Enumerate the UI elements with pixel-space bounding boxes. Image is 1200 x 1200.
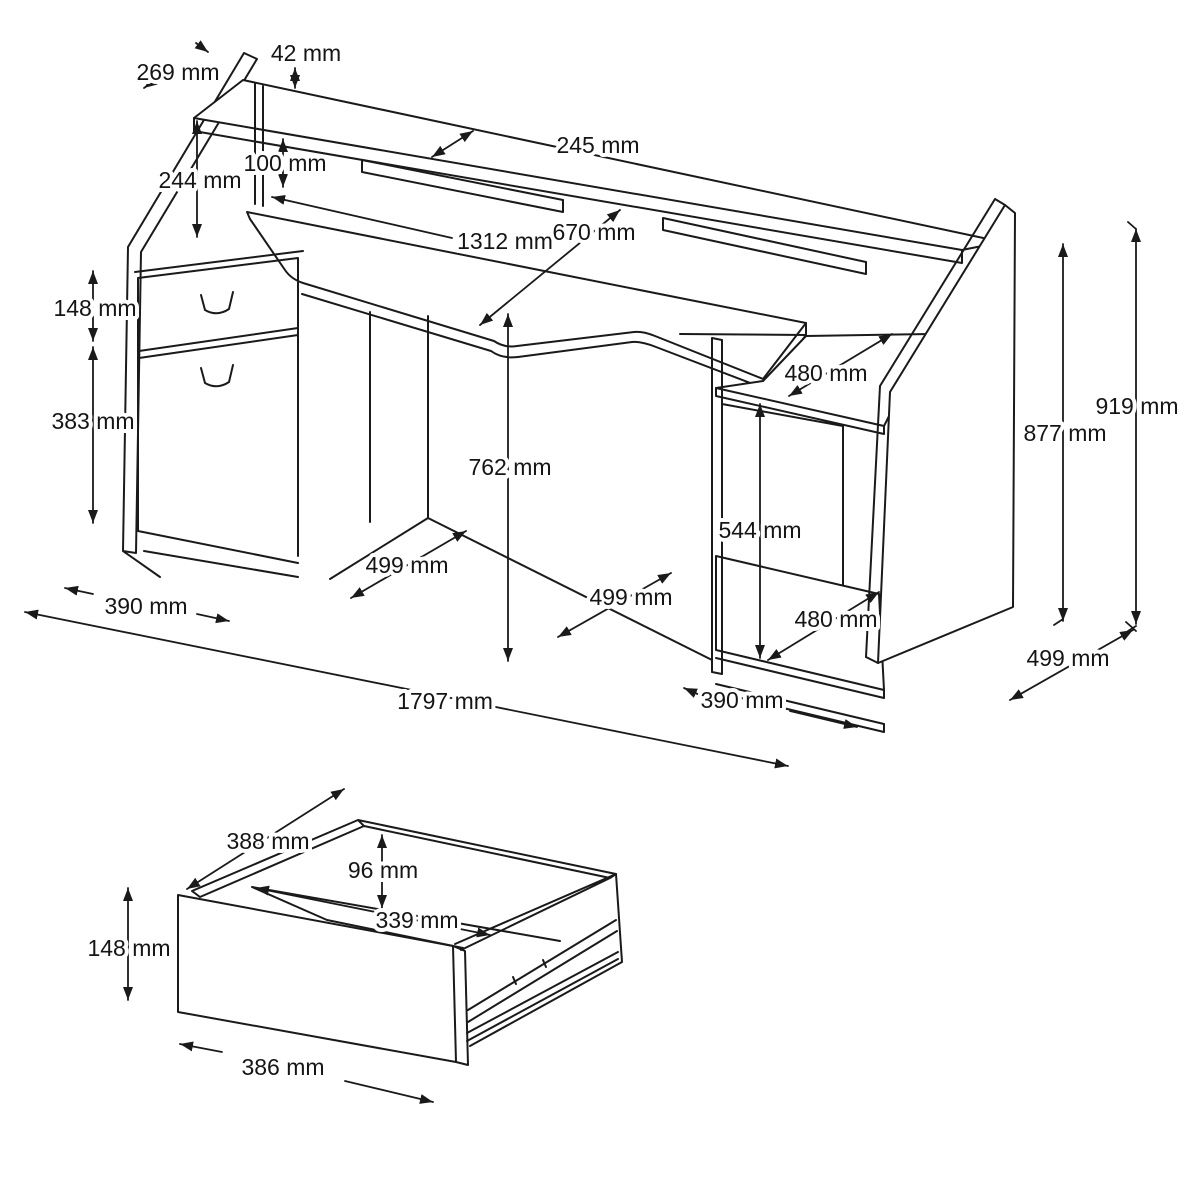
dim-shelf-thickness: 42 mm (267, 36, 345, 89)
dim-label-148-drawer: 148 mm (87, 935, 170, 961)
dim-label-383: 383 mm (51, 408, 134, 434)
dim-label-42: 42 mm (271, 40, 341, 66)
left-side-panel (122, 52, 258, 578)
dim-label-499-center: 499 mm (589, 584, 672, 610)
dim-desktop-height: 762 mm (464, 313, 556, 662)
dim-label-244: 244 mm (158, 167, 241, 193)
drawer-side-rails (466, 873, 623, 1047)
dim-label-390-right: 390 mm (700, 687, 783, 713)
dim-compartment-bottom-depth: 480 mm (767, 591, 882, 661)
dim-compartment-height: 544 mm (714, 403, 806, 659)
dim-drawer-inner-width: 339 mm (255, 885, 491, 938)
dim-label-1797: 1797 mm (397, 688, 493, 714)
dim-label-148-left: 148 mm (53, 295, 136, 321)
dim-label-762: 762 mm (468, 454, 551, 480)
dim-gap-height: 100 mm (239, 138, 331, 188)
dim-label-269: 269 mm (136, 59, 219, 85)
shelf-support-post (254, 83, 264, 207)
dim-label-386: 386 mm (241, 1054, 324, 1080)
dim-label-245: 245 mm (556, 132, 639, 158)
dim-label-388: 388 mm (226, 828, 309, 854)
dim-drawer-depth: 388 mm (186, 788, 345, 890)
dim-total-width: 1797 mm (24, 609, 789, 769)
dim-label-339: 339 mm (375, 907, 458, 933)
dim-riser-height: 244 mm (154, 120, 246, 238)
dim-label-1312: 1312 mm (457, 228, 553, 254)
left-pedestal (134, 250, 304, 578)
dim-left-side-depth: 499 mm (350, 530, 467, 599)
drawer-detail-view: 388 mm 96 mm 339 mm 148 mm 386 mm (83, 788, 623, 1104)
dim-shelf-depth: 245 mm (431, 128, 644, 162)
dim-desktop-depth: 670 mm (479, 209, 640, 326)
dim-label-390-left: 390 mm (104, 593, 187, 619)
dim-label-480-top: 480 mm (784, 360, 867, 386)
drawer-handle-notch (200, 291, 234, 315)
dim-middle-depth: 499 mm (557, 572, 677, 638)
dim-label-499-left: 499 mm (365, 552, 448, 578)
dim-panel-top-depth: 269 mm (132, 40, 224, 89)
dim-label-100: 100 mm (243, 150, 326, 176)
dim-drawer-inner-height: 96 mm (344, 834, 422, 909)
dim-label-919: 919 mm (1095, 393, 1178, 419)
desk-assembly-view: 269 mm 42 mm 244 mm 100 mm 245 mm 1312 m… (24, 36, 1183, 769)
door-handle-notch (200, 364, 234, 388)
dim-label-877: 877 mm (1023, 420, 1106, 446)
dim-label-670: 670 mm (552, 219, 635, 245)
dim-right-side-depth: 499 mm (1009, 621, 1137, 701)
back-riser-rails (361, 159, 867, 275)
back-panel-and-floor (329, 311, 713, 661)
drawer-front-panel-edge (452, 945, 469, 1066)
dim-side-panel-height: 877 mm (1019, 243, 1111, 626)
dim-label-480-bottom: 480 mm (794, 606, 877, 632)
dim-drawer-front-width: 386 mm (179, 1041, 434, 1104)
right-side-panel-band (865, 198, 1006, 664)
dim-label-544: 544 mm (718, 517, 801, 543)
dim-label-499-right: 499 mm (1026, 645, 1109, 671)
dim-drawer-front-height: 148 mm (49, 270, 141, 342)
dim-right-pedestal-depth: 390 mm (683, 683, 858, 729)
dim-compartment-top-depth: 480 mm (780, 333, 893, 397)
right-side-panel (877, 204, 1016, 664)
dim-drawer-front-height: 148 mm (83, 887, 175, 1001)
dim-door-height: 383 mm (47, 346, 139, 524)
dim-label-96: 96 mm (348, 857, 418, 883)
